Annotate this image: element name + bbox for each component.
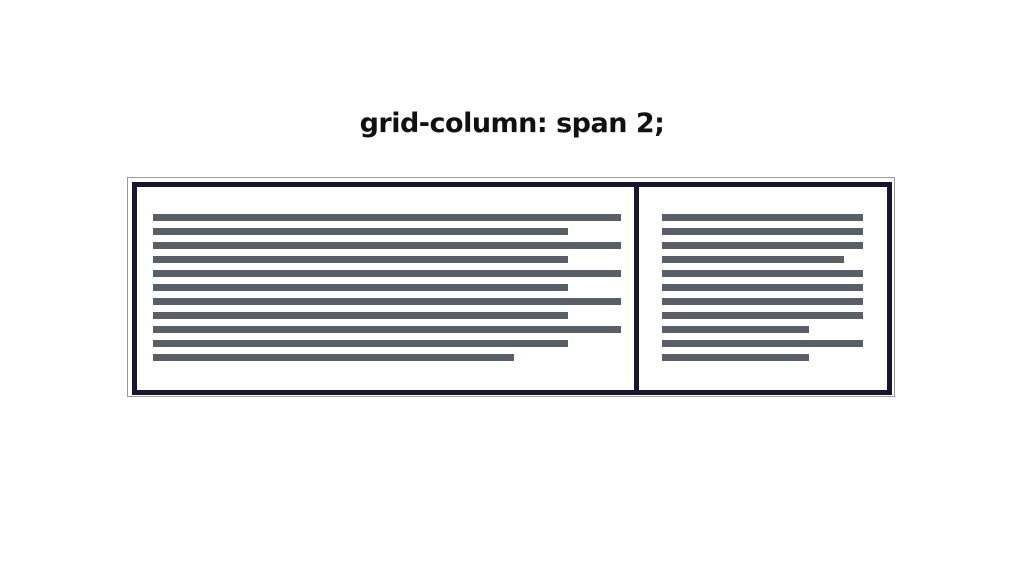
placeholder-text-line (153, 354, 514, 361)
placeholder-text-line (662, 214, 863, 221)
placeholder-text-line (662, 228, 863, 235)
placeholder-text-line (153, 270, 621, 277)
placeholder-text-line (153, 242, 621, 249)
placeholder-text-line (153, 214, 621, 221)
placeholder-text-line (153, 298, 621, 305)
placeholder-text-line (662, 242, 863, 249)
placeholder-text-line (662, 312, 863, 319)
spanning-item-text (153, 214, 621, 368)
single-item-text (662, 214, 863, 368)
placeholder-text-line (662, 284, 863, 291)
grid-container (132, 182, 892, 395)
placeholder-text-line (662, 298, 863, 305)
placeholder-text-line (153, 256, 568, 263)
placeholder-text-line (153, 326, 621, 333)
placeholder-text-line (153, 284, 568, 291)
placeholder-text-line (662, 340, 863, 347)
placeholder-text-line (662, 354, 809, 361)
placeholder-text-line (662, 256, 844, 263)
page-title: grid-column: span 2; (359, 108, 665, 139)
outer-frame (127, 177, 895, 397)
placeholder-text-line (153, 228, 568, 235)
grid-divider (634, 182, 639, 395)
placeholder-text-line (662, 326, 809, 333)
placeholder-text-line (153, 312, 568, 319)
placeholder-text-line (153, 340, 568, 347)
placeholder-text-line (662, 270, 863, 277)
